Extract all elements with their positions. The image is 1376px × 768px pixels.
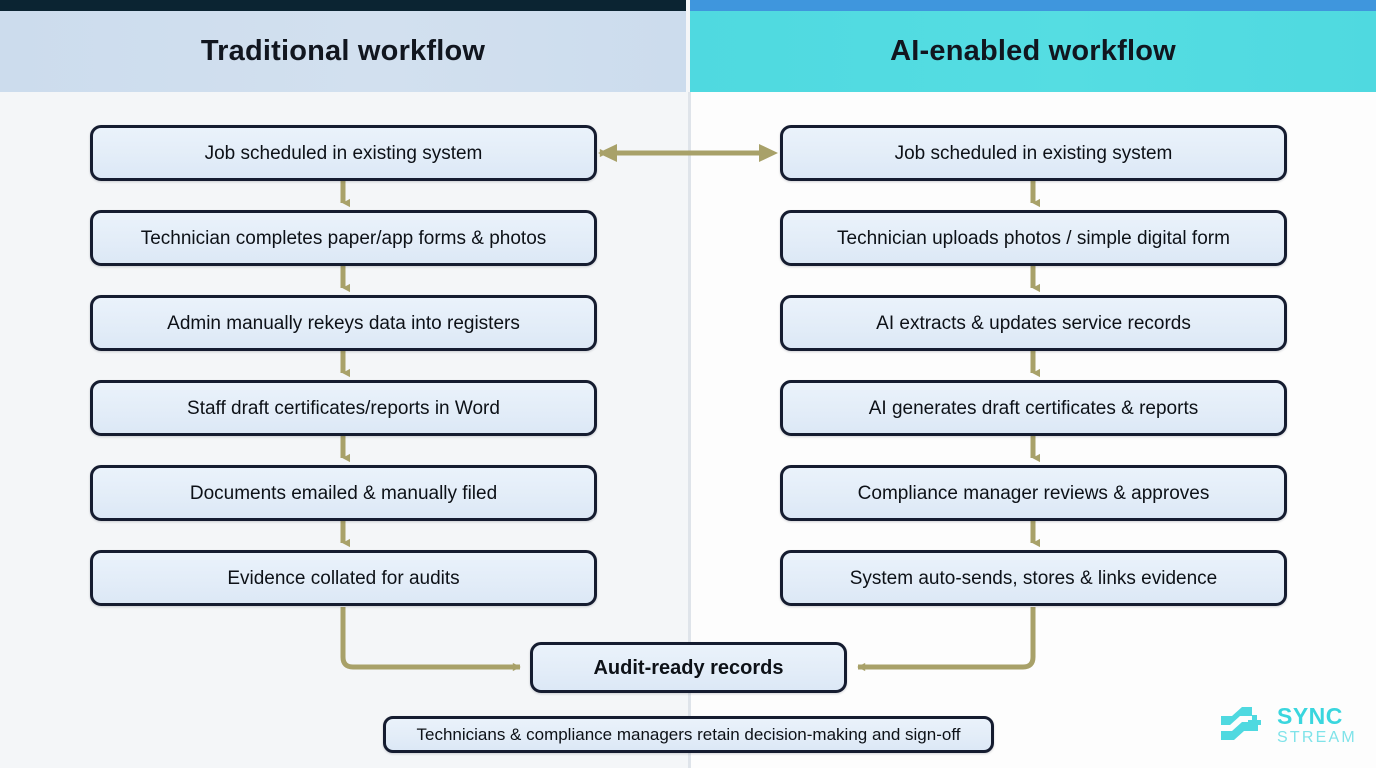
left-step-6[interactable]: Evidence collated for audits	[90, 550, 597, 606]
right-step-1[interactable]: Job scheduled in existing system	[780, 125, 1287, 181]
right-column-title: AI-enabled workflow	[890, 35, 1176, 67]
right-step-1-label: Job scheduled in existing system	[894, 142, 1173, 164]
column-divider	[688, 92, 691, 768]
left-step-3-label: Admin manually rekeys data into register…	[167, 312, 520, 334]
brand-line-2: STREAM	[1277, 728, 1357, 746]
footnote-node[interactable]: Technicians & compliance managers retain…	[383, 716, 994, 753]
right-step-6-label: System auto-sends, stores & links eviden…	[849, 567, 1218, 589]
left-step-4[interactable]: Staff draft certificates/reports in Word	[90, 380, 597, 436]
right-step-2[interactable]: Technician uploads photos / simple digit…	[780, 210, 1287, 266]
footnote-label: Technicians & compliance managers retain…	[416, 725, 961, 744]
left-step-3[interactable]: Admin manually rekeys data into register…	[90, 295, 597, 351]
right-step-3-label: AI extracts & updates service records	[876, 312, 1191, 334]
right-step-4[interactable]: AI generates draft certificates & report…	[780, 380, 1287, 436]
left-step-5[interactable]: Documents emailed & manually filed	[90, 465, 597, 521]
brand-logo: SYNC STREAM	[1218, 697, 1366, 753]
brand-wordmark: SYNC STREAM	[1277, 702, 1357, 746]
left-step-2[interactable]: Technician completes paper/app forms & p…	[90, 210, 597, 266]
right-column-header: AI-enabled workflow	[690, 11, 1376, 92]
right-step-4-label: AI generates draft certificates & report…	[868, 397, 1199, 419]
right-accent-strip	[690, 0, 1376, 11]
right-step-5-label: Compliance manager reviews & approves	[857, 482, 1210, 504]
left-column-header: Traditional workflow	[0, 11, 686, 92]
outcome-node[interactable]: Audit-ready records	[530, 642, 847, 693]
left-step-6-label: Evidence collated for audits	[227, 567, 460, 589]
left-step-4-label: Staff draft certificates/reports in Word	[187, 397, 500, 419]
left-column-title: Traditional workflow	[200, 35, 486, 67]
right-step-2-label: Technician uploads photos / simple digit…	[837, 227, 1230, 249]
right-step-6[interactable]: System auto-sends, stores & links eviden…	[780, 550, 1287, 606]
right-step-5[interactable]: Compliance manager reviews & approves	[780, 465, 1287, 521]
right-step-3[interactable]: AI extracts & updates service records	[780, 295, 1287, 351]
brand-line-1: SYNC	[1277, 702, 1343, 729]
left-step-2-label: Technician completes paper/app forms & p…	[140, 227, 547, 249]
left-accent-strip	[0, 0, 686, 11]
outcome-label: Audit-ready records	[593, 656, 784, 679]
sync-stream-logo-icon	[1221, 707, 1261, 740]
left-step-5-label: Documents emailed & manually filed	[189, 482, 498, 504]
left-step-1[interactable]: Job scheduled in existing system	[90, 125, 597, 181]
left-step-1-label: Job scheduled in existing system	[204, 142, 483, 164]
